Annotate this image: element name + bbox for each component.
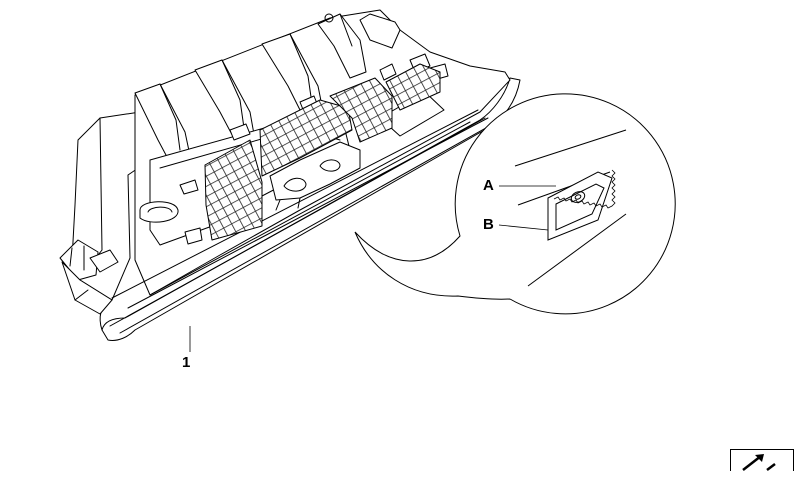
diagonal-arrow-icon xyxy=(742,454,776,471)
callout-label-b: B xyxy=(483,216,494,233)
corner-nav-box[interactable] xyxy=(730,449,794,471)
lid-outer-shell xyxy=(101,77,521,341)
mesh-panel-left xyxy=(204,139,263,241)
mesh-panel-right xyxy=(329,77,393,143)
leader-line-b xyxy=(498,224,549,231)
mesh-panel-back xyxy=(385,63,441,111)
serrated-edge xyxy=(553,169,616,209)
callout-label-1: 1 xyxy=(182,354,191,371)
magnified-clip xyxy=(547,171,613,241)
mesh-panel-middle xyxy=(259,99,353,177)
lid-trim-line-2 xyxy=(119,123,494,334)
leader-lines xyxy=(189,185,556,352)
callout-label-a: A xyxy=(483,177,494,194)
latch-clip xyxy=(269,141,361,201)
cup-holder-recess xyxy=(139,201,179,223)
detail-bubble xyxy=(354,93,676,315)
detail-bubble-outline xyxy=(354,93,676,315)
box-front-rim xyxy=(111,109,479,299)
mesh-panels xyxy=(204,63,441,241)
